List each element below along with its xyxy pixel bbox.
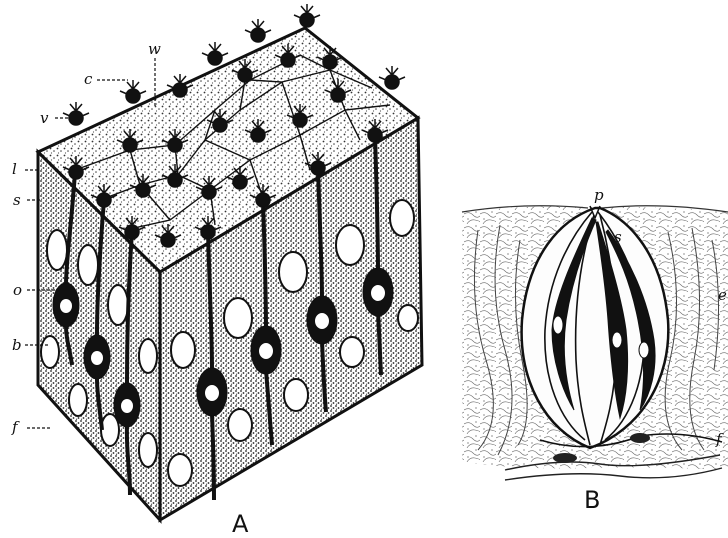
label-c: c bbox=[84, 70, 93, 88]
vesicle bbox=[379, 66, 405, 89]
label-b: b bbox=[12, 336, 22, 354]
label-s-b: s bbox=[614, 228, 622, 246]
caption-b: B bbox=[584, 486, 600, 514]
vesicle bbox=[294, 4, 320, 27]
vesicle bbox=[120, 80, 146, 103]
vesicle bbox=[245, 19, 271, 42]
label-w: w bbox=[148, 40, 161, 58]
label-p: p bbox=[594, 186, 604, 204]
caption-a: A bbox=[232, 510, 249, 538]
label-f: f bbox=[11, 418, 20, 436]
label-e: e bbox=[718, 286, 727, 304]
vesicle bbox=[63, 102, 89, 125]
figure-a-block: w c v l s o b f A bbox=[11, 4, 422, 538]
label-l: l bbox=[12, 160, 17, 178]
label-o: o bbox=[13, 281, 22, 299]
vesicle bbox=[202, 42, 228, 65]
label-s: s bbox=[13, 191, 21, 209]
basal-cell bbox=[553, 453, 577, 463]
label-v: v bbox=[40, 109, 49, 127]
figure-b-taste-bud: p s e f B bbox=[462, 186, 728, 514]
basal-cell bbox=[630, 433, 650, 443]
